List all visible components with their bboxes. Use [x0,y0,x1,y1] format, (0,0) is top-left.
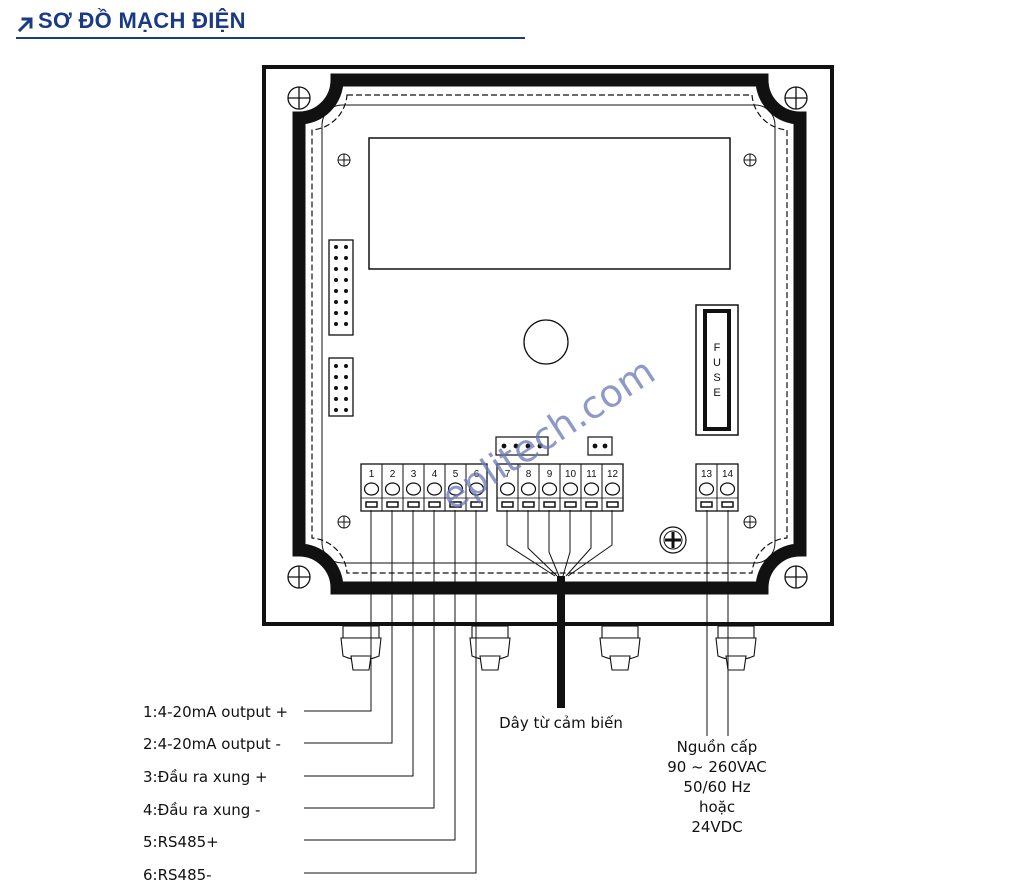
cable-gland [469,625,511,671]
fuse-letter: U [713,357,721,369]
output-label-3: 3:Đầu ra xung + [143,768,268,786]
power-supply-voltage-dc: 24VDC [691,818,742,836]
terminal-screw [698,482,715,496]
terminal-slot [428,501,441,508]
terminal-number: 4 [432,469,438,480]
wires-through-glands [370,620,729,680]
terminal-number: 13 [701,469,713,480]
terminal-number: 9 [547,469,553,480]
jumper-header-4pin [495,436,549,456]
terminal-block-power: 13 14 [695,463,739,512]
round-knob [523,319,569,365]
terminal-slot [407,501,420,508]
terminal-slot [721,501,734,508]
fuse-letter: S [713,372,720,384]
terminal-screw [499,482,516,496]
terminal-slot [522,501,535,508]
cable-gland [715,625,757,671]
watermark: eplitech.com [433,349,663,519]
fuse-holder: F U S E [695,304,739,436]
ground-screw-icon [659,526,687,554]
arrow-up-right-icon [17,17,33,33]
terminal-slot [585,501,598,508]
terminal-screw [384,482,401,496]
page-header: SƠ ĐỒ MẠCH ĐIỆN [0,0,1014,45]
title-underline [16,37,525,39]
power-supply-frequency: 50/60 Hz [683,778,750,796]
pin-header-small [328,357,354,417]
terminal-screw [604,482,621,496]
terminal-number: 8 [526,469,532,480]
terminal-screw [405,482,422,496]
sensor-cable-label: Dây từ cảm biến [499,714,623,732]
terminal-block-sensor: 7 8 9 10 11 12 [496,463,624,512]
terminal-number: 14 [722,469,734,480]
page-title: SƠ ĐỒ MẠCH ĐIỆN [38,8,246,33]
cable-glands [340,625,757,671]
terminal-number: 2 [390,469,396,480]
pin-header-large [328,239,354,336]
terminal-screw [426,482,443,496]
output-label-2: 2:4-20mA output - [143,735,281,753]
terminal-screw [541,482,558,496]
cable-gland [599,625,641,671]
terminal-number: 5 [453,469,459,480]
terminal-number: 12 [607,469,619,480]
terminal-block-output: 1 2 3 4 5 6 [360,463,488,512]
display-window [368,137,731,270]
power-supply-voltage-ac: 90 ~ 260VAC [667,758,767,776]
terminal-screw [719,482,736,496]
sensor-wires [506,510,613,577]
terminal-screw [583,482,600,496]
jumper-header-2pin [587,436,613,456]
inner-screw-icons [337,153,757,529]
fuse-letter: F [714,342,721,354]
output-label-5: 5:RS485+ [143,833,219,851]
terminal-slot [564,501,577,508]
terminal-number: 7 [505,469,511,480]
terminal-screw [447,482,464,496]
terminal-slot [386,501,399,508]
power-supply-or: hoặc [699,798,735,816]
output-label-4: 4:Đầu ra xung - [143,801,260,819]
corner-screw-icons [287,86,808,589]
terminal-slot [543,501,556,508]
terminal-screw [520,482,537,496]
cable-gland [340,625,382,671]
output-label-1: 1:4-20mA output + [143,703,288,721]
power-supply-label: Nguồn cấp [677,738,758,756]
enclosure [262,65,834,626]
terminal-number: 3 [411,469,417,480]
fuse-letter: E [713,387,720,399]
terminal-number: 10 [565,469,577,480]
terminal-slot [470,501,483,508]
terminal-number: 11 [586,469,597,480]
terminal-slot [501,501,514,508]
terminal-number: 6 [474,469,480,480]
terminal-screw [468,482,485,496]
terminal-slot [365,501,378,508]
terminal-slot [700,501,713,508]
terminal-number: 1 [369,469,375,480]
output-label-6: 6:RS485- [143,866,212,884]
terminal-slot [449,501,462,508]
terminal-screw [363,482,380,496]
terminal-slot [606,501,619,508]
terminal-screw [562,482,579,496]
